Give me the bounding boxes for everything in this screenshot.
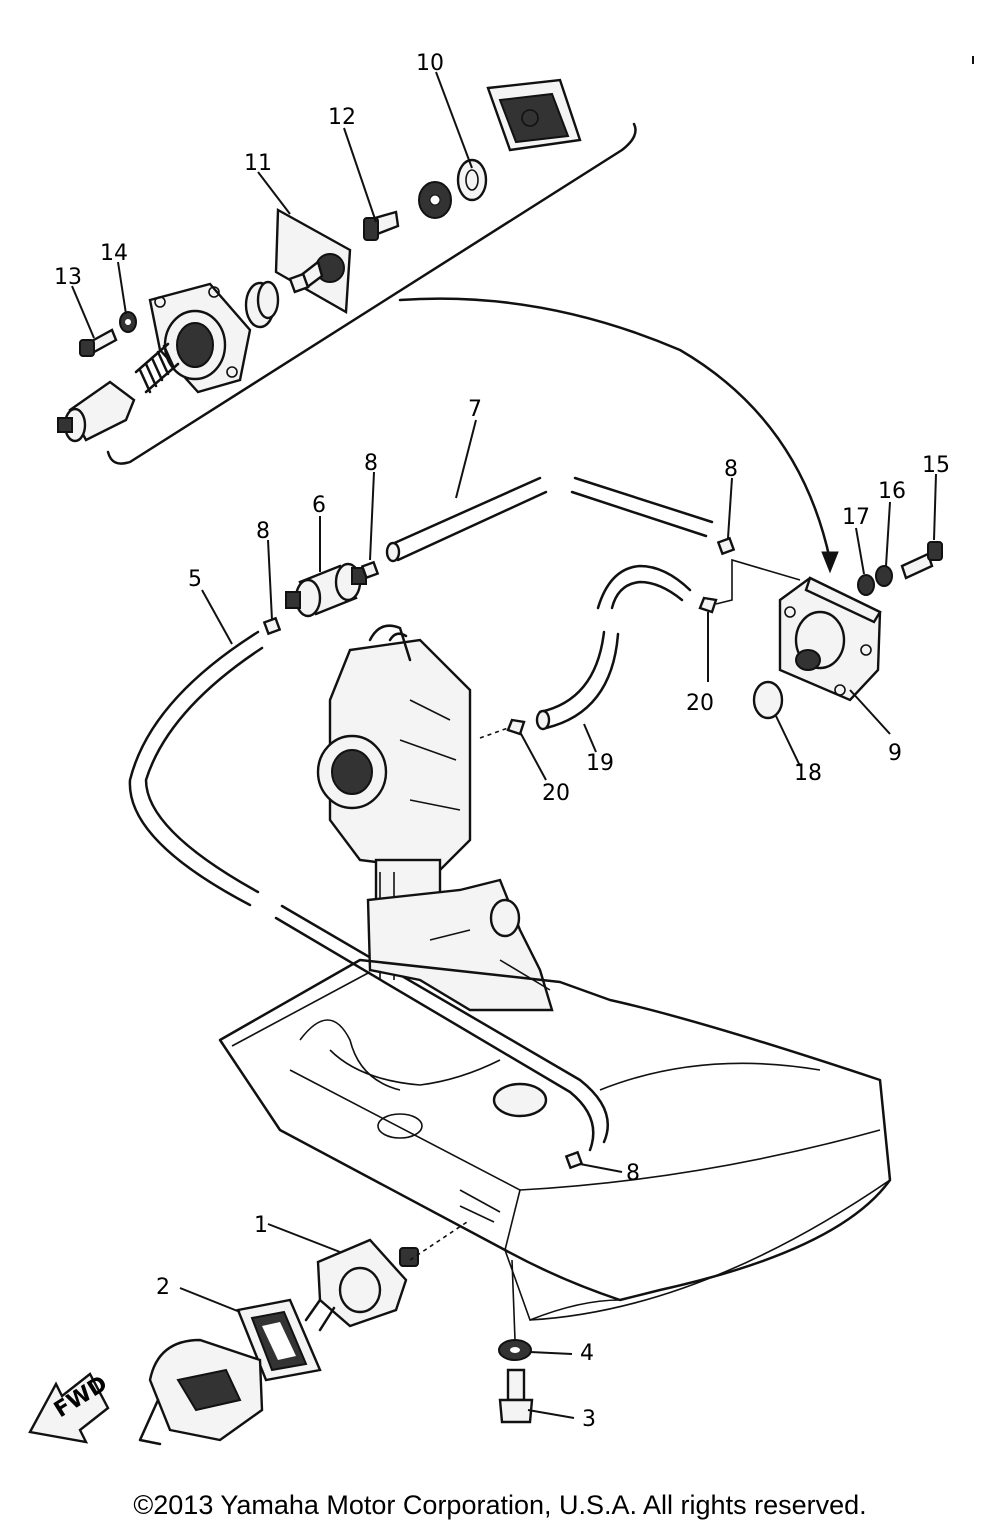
callout-14: 14	[100, 241, 128, 266]
copyright-notice: ©2013 Yamaha Motor Corporation, U.S.A. A…	[133, 1490, 867, 1520]
plunger	[57, 380, 136, 443]
pump-cover-part-10	[486, 78, 582, 152]
callout-9: 9	[888, 741, 902, 766]
callout-19: 19	[586, 751, 614, 776]
fuel-pump-assembly-part-9	[778, 576, 882, 702]
washer-part-4	[498, 1339, 532, 1361]
callout-18: 18	[794, 761, 822, 786]
fwd-arrow-icon: FWD	[28, 1371, 112, 1444]
pump-plate-part-11	[274, 207, 352, 314]
callout-3: 3	[582, 1407, 596, 1432]
washers-and-bolt-part-15-16-17	[857, 541, 943, 596]
callout-numbers: 10 12 11 14 13 7 8 6 8 5 8 15 16 17 20 1…	[54, 51, 950, 1432]
bolt-part-3	[498, 1368, 534, 1424]
callout-10: 10	[416, 51, 444, 76]
carburetor	[316, 624, 472, 980]
callout-8-upper: 8	[364, 451, 378, 476]
callout-8-lower: 8	[626, 1161, 640, 1186]
callout-4: 4	[580, 1341, 594, 1366]
callout-20-center: 20	[542, 781, 570, 806]
callout-16: 16	[878, 479, 906, 504]
callout-15: 15	[922, 453, 950, 478]
bolt-part-13	[79, 328, 118, 357]
callout-6: 6	[312, 493, 326, 518]
spring-small	[244, 280, 280, 329]
hose-clips-part-8	[262, 536, 736, 1170]
callout-20-right: 20	[686, 691, 714, 716]
fuel-pump-exploded-inset	[57, 78, 839, 574]
diaphragm-part-10	[456, 158, 488, 202]
callout-12: 12	[328, 105, 356, 130]
callout-1: 1	[254, 1213, 268, 1238]
spring-large	[134, 342, 180, 394]
callout-8-right: 8	[724, 457, 738, 482]
callout-5: 5	[188, 567, 202, 592]
callout-2: 2	[156, 1275, 170, 1300]
callout-leaders	[71, 71, 937, 1419]
callout-17: 17	[842, 505, 870, 530]
fuel-system-parts-diagram: FWD 10 12 11 14 13 7 8 6	[28, 51, 974, 1446]
fuel-filter-part-6	[285, 562, 367, 618]
bottom-cowling	[218, 958, 892, 1322]
callout-7: 7	[468, 397, 482, 422]
gasket-part-18	[752, 680, 784, 720]
callout-13: 13	[54, 265, 82, 290]
fuel-connector-housing	[138, 1338, 264, 1446]
fuel-joint-part-1	[304, 1219, 471, 1332]
intake-bracket	[366, 878, 554, 1012]
callout-8-left: 8	[256, 519, 270, 544]
hose-clips-part-20	[479, 558, 801, 739]
fuel-hoses	[128, 476, 714, 1152]
callout-11: 11	[244, 151, 272, 176]
